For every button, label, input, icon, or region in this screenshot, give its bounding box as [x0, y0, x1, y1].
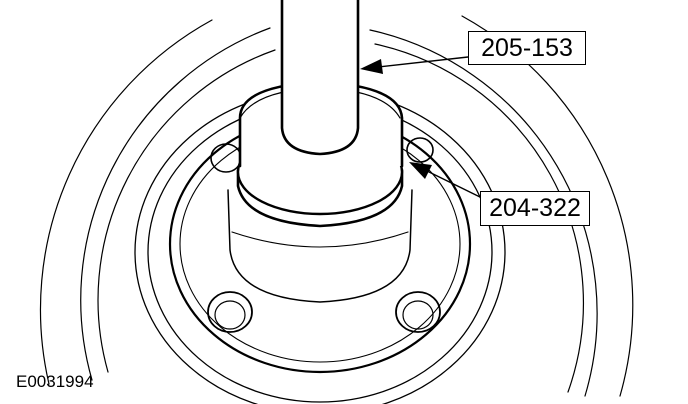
ring-3-right: [374, 43, 585, 393]
callout-label-205-153: 205-153: [468, 31, 586, 65]
outer-ring: [39, 19, 213, 385]
hub-bore-ring: [231, 231, 409, 248]
handle-shaft: [280, 0, 360, 156]
arrowhead-205-153: [360, 59, 383, 74]
stud-bottom-right: [395, 291, 441, 333]
leader-205-153: [377, 56, 469, 68]
figure-id: E0031994: [16, 372, 94, 391]
leader-204-322: [424, 169, 483, 199]
ring-2-right: [369, 29, 598, 397]
stud-bottom-left-inner: [214, 300, 246, 330]
stud-bottom-left: [207, 291, 253, 333]
stud-top-right: [406, 137, 434, 163]
stud-top-left: [210, 143, 242, 173]
arrowhead-204-322: [409, 162, 432, 179]
callout-label-204-322: 204-322: [480, 191, 590, 226]
ring-2: [80, 27, 271, 381]
stud-bottom-right-inner: [402, 300, 434, 330]
ring-3: [97, 49, 276, 373]
